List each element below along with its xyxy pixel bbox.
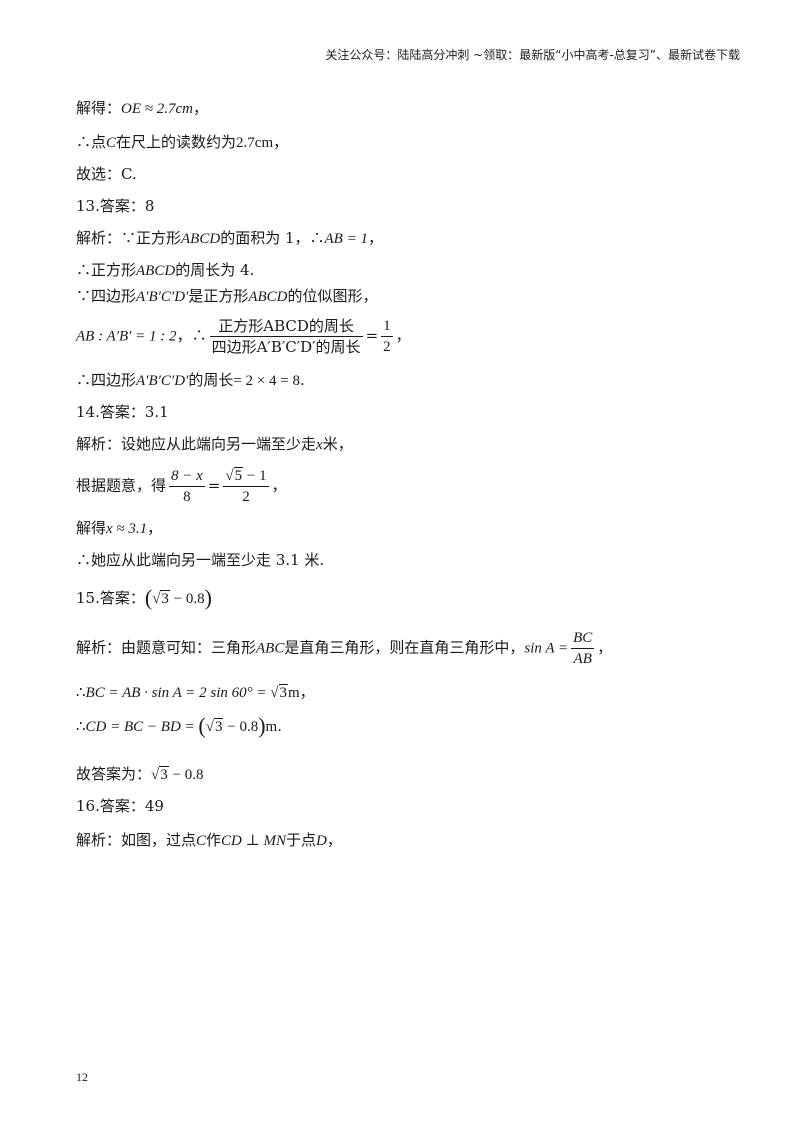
sqrt-symbol: √3 [205, 718, 224, 735]
page-number: 12 [76, 1070, 88, 1084]
line-15-bc: ∴BC = AB · sin A = 2 sin 60° = √3m， [76, 683, 315, 701]
sqrt-symbol: √3 [270, 684, 288, 701]
sqrt-symbol: √3 [151, 766, 169, 783]
line-14-conclusion: ∴她应从此端向另一端至少走 3.1 米. [76, 551, 325, 569]
line-13-analysis-1: 解析：∵正方形ABCD的面积为 1，∴AB = 1， [76, 229, 383, 247]
line-16-analysis-1: 解析：如图，过点C作CD ⊥ MN于点D， [76, 831, 342, 849]
line-13-analysis-2: ∴正方形ABCD的周长为 4. [76, 261, 255, 279]
perimeter-ratio-fraction: 正方形ABCD的周长四边形A′B′C′D′的周长 [209, 317, 363, 356]
line-13-result: ∴四边形A′B′C′D′的周长= 2 × 4 = 8. [76, 371, 305, 389]
sqrt-symbol: √3 [152, 590, 170, 607]
line-choice: 故选：C. [76, 165, 137, 183]
page-header: 关注公众号：陆陆高分冲刺 ~领取：最新版“小中高考-总复习”、最新试卷下载 [325, 48, 740, 62]
answer-13: 13.答案：8 [76, 197, 155, 215]
answer-14: 14.答案：3.1 [76, 403, 169, 421]
line-solve-oe: 解得：OE ≈ 2.7cm， [76, 99, 208, 117]
line-15-analysis-1: 解析：由题意可知：三角形ABC是直角三角形，则在直角三角形中，sin A =BC… [76, 630, 613, 667]
line-13-ratio: AB : A′B′ = 1 : 2，∴正方形ABCD的周长四边形A′B′C′D′… [76, 317, 411, 356]
line-15-cd: ∴CD = BC − BD = (√3 − 0.8)m. [76, 713, 282, 738]
line-14-solve: 解得x ≈ 3.1， [76, 519, 163, 537]
line-15-answer: 故答案为：√3 − 0.8 [76, 765, 204, 783]
answer-15: 15.答案：(√3 − 0.8) [76, 585, 212, 610]
line-reading: ∴点C在尺上的读数约为2.7cm， [76, 133, 289, 151]
answer-16: 16.答案：49 [76, 797, 164, 815]
line-14-analysis-1: 解析：设她应从此端向另一端至少走x米， [76, 435, 353, 453]
line-13-analysis-3: ∵四边形A′B′C′D′是正方形ABCD的位似图形， [76, 287, 378, 305]
sqrt-symbol: √5 [225, 467, 244, 484]
